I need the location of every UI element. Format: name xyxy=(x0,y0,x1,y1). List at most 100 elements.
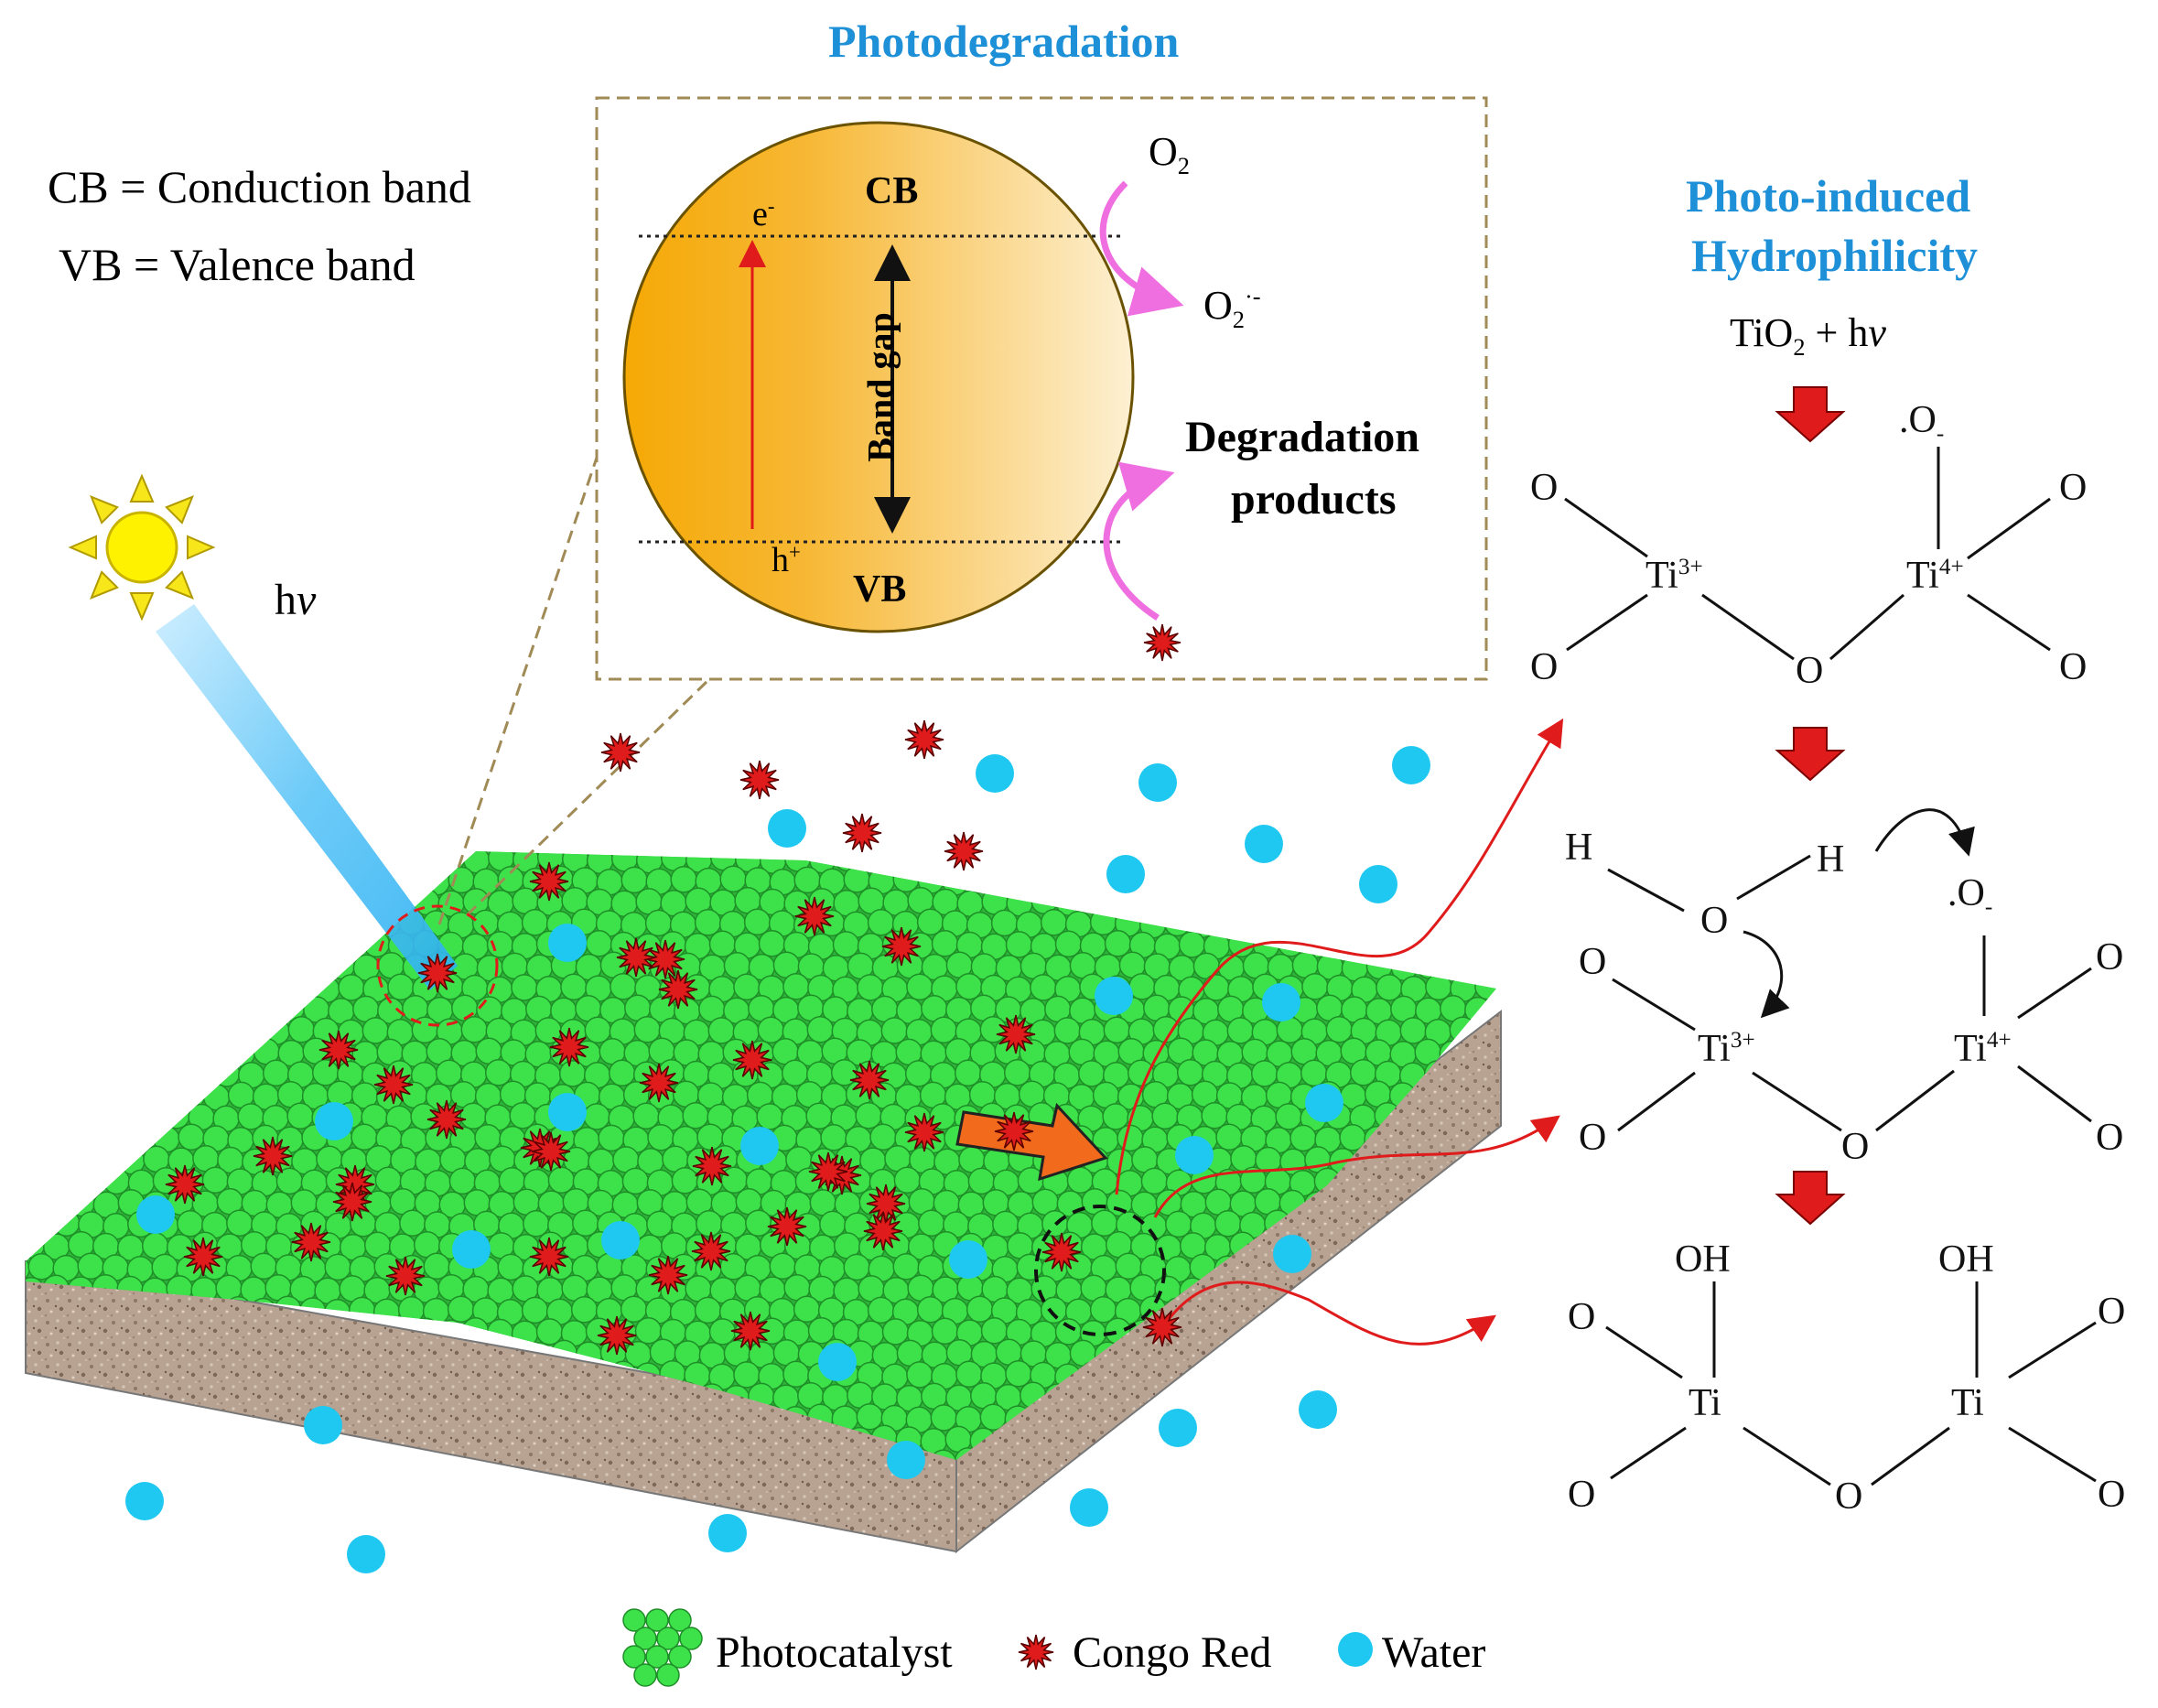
catalyst-sphere xyxy=(26,1168,32,1196)
catalyst-sphere xyxy=(1400,1363,1428,1391)
catalyst-sphere xyxy=(1386,909,1414,936)
s3-oh-right: OH xyxy=(1938,1238,1994,1281)
catalyst-sphere xyxy=(1091,1209,1118,1237)
catalyst-sphere xyxy=(77,869,104,896)
catalyst-sphere xyxy=(26,995,34,1023)
catalyst-sphere xyxy=(1410,1298,1439,1325)
catalyst-sphere xyxy=(214,932,243,959)
catalyst-sphere xyxy=(385,1447,414,1460)
catalyst-sphere xyxy=(820,1124,847,1151)
water-droplet xyxy=(1095,977,1133,1015)
catalyst-sphere xyxy=(1301,1319,1330,1346)
catalyst-sphere xyxy=(1390,1342,1419,1369)
catalyst-sphere xyxy=(41,973,69,1001)
water-droplet xyxy=(1070,1488,1108,1527)
catalyst-sphere xyxy=(153,1080,181,1108)
catalyst-sphere xyxy=(1374,1448,1402,1460)
catalyst-sphere xyxy=(53,1209,81,1237)
legend-catalyst-sphere xyxy=(633,1627,657,1650)
catalyst-sphere xyxy=(26,1445,43,1460)
congo-red-molecule xyxy=(597,1315,637,1356)
catalyst-sphere xyxy=(1266,1428,1293,1455)
s1-ti3: Ti3+ xyxy=(1645,555,1703,597)
catalyst-sphere xyxy=(1164,868,1192,895)
catalyst-sphere xyxy=(1462,1211,1489,1238)
catalyst-sphere xyxy=(733,973,761,1001)
catalyst-sphere xyxy=(275,866,302,894)
catalyst-sphere xyxy=(1464,1384,1492,1411)
catalyst-sphere xyxy=(621,1167,650,1195)
catalyst-sphere xyxy=(1326,1362,1354,1389)
catalyst-sphere xyxy=(548,825,574,850)
catalyst-sphere xyxy=(39,1105,67,1133)
catalyst-sphere xyxy=(930,1404,958,1432)
s1-o-topright: O xyxy=(2059,467,2088,509)
catalyst-sphere xyxy=(303,955,331,982)
congo-red-molecule xyxy=(767,1206,807,1247)
catalyst-sphere xyxy=(881,1318,910,1346)
electron-label: e- xyxy=(752,194,775,233)
catalyst-sphere xyxy=(200,865,228,892)
catalyst-sphere xyxy=(26,889,45,916)
legend-catalyst-sphere xyxy=(622,1645,646,1669)
catalyst-sphere xyxy=(882,851,911,871)
catalyst-sphere xyxy=(26,975,44,1003)
catalyst-sphere xyxy=(26,1041,33,1068)
s3-ti-right: Ti xyxy=(1951,1382,1984,1424)
catalyst-sphere xyxy=(954,1059,982,1087)
catalyst-sphere xyxy=(1411,1253,1439,1281)
catalyst-sphere xyxy=(31,997,59,1024)
water-droplet xyxy=(125,1482,164,1520)
catalyst-sphere xyxy=(1451,1276,1478,1303)
catalyst-sphere xyxy=(1117,1425,1145,1454)
catalyst-sphere xyxy=(1349,1446,1377,1460)
catalyst-sphere xyxy=(1216,1424,1244,1452)
catalyst-sphere xyxy=(89,1447,117,1460)
catalyst-sphere xyxy=(422,1297,450,1325)
catalyst-sphere xyxy=(880,1017,909,1044)
catalyst-sphere xyxy=(31,952,59,979)
congo-red-molecule xyxy=(385,1256,426,1296)
hydrophilicity-heading-line1: Photo-induced xyxy=(1686,170,1971,222)
congo-red-molecule xyxy=(373,1065,414,1105)
catalyst-sphere xyxy=(81,951,109,978)
catalyst-sphere xyxy=(1414,1426,1441,1454)
catalyst-sphere xyxy=(1460,1297,1488,1325)
s3-o-bridge: O xyxy=(1835,1476,1863,1518)
catalyst-sphere xyxy=(92,851,120,872)
catalyst-sphere xyxy=(91,931,119,959)
catalyst-sphere xyxy=(237,1103,264,1130)
catalyst-sphere xyxy=(26,1123,32,1151)
catalyst-sphere xyxy=(26,1082,33,1109)
catalyst-sphere xyxy=(324,1253,351,1281)
catalyst-sphere xyxy=(1425,1361,1452,1389)
catalyst-sphere xyxy=(1300,1059,1328,1087)
catalyst-sphere xyxy=(27,1253,55,1281)
catalyst-sphere xyxy=(904,1060,933,1087)
catalyst-sphere xyxy=(1474,1319,1496,1346)
catalyst-sphere xyxy=(1461,1252,1488,1280)
catalyst-sphere xyxy=(447,1295,475,1323)
catalyst-sphere xyxy=(511,1320,539,1348)
catalyst-sphere xyxy=(188,1445,216,1460)
catalyst-sphere xyxy=(275,851,303,852)
structure-3-bonds xyxy=(1605,1281,2097,1486)
catalyst-sphere xyxy=(1262,908,1290,935)
catalyst-sphere xyxy=(64,1103,92,1130)
catalyst-sphere xyxy=(1337,1256,1365,1283)
catalyst-sphere xyxy=(1067,825,1093,850)
catalyst-sphere xyxy=(374,1166,403,1194)
catalyst-sphere xyxy=(756,1103,783,1130)
congo-red-molecule xyxy=(794,896,835,936)
catalyst-sphere xyxy=(1030,974,1057,1001)
catalyst-sphere xyxy=(338,932,366,960)
catalyst-sphere xyxy=(54,1081,82,1109)
catalyst-sphere xyxy=(289,851,318,874)
catalyst-sphere xyxy=(39,1447,68,1460)
catalyst-sphere xyxy=(1365,1340,1394,1367)
catalyst-sphere xyxy=(240,888,267,916)
catalyst-sphere xyxy=(855,1101,882,1130)
catalyst-sphere xyxy=(215,886,243,914)
catalyst-sphere xyxy=(1016,866,1043,893)
catalyst-sphere xyxy=(129,1425,156,1453)
